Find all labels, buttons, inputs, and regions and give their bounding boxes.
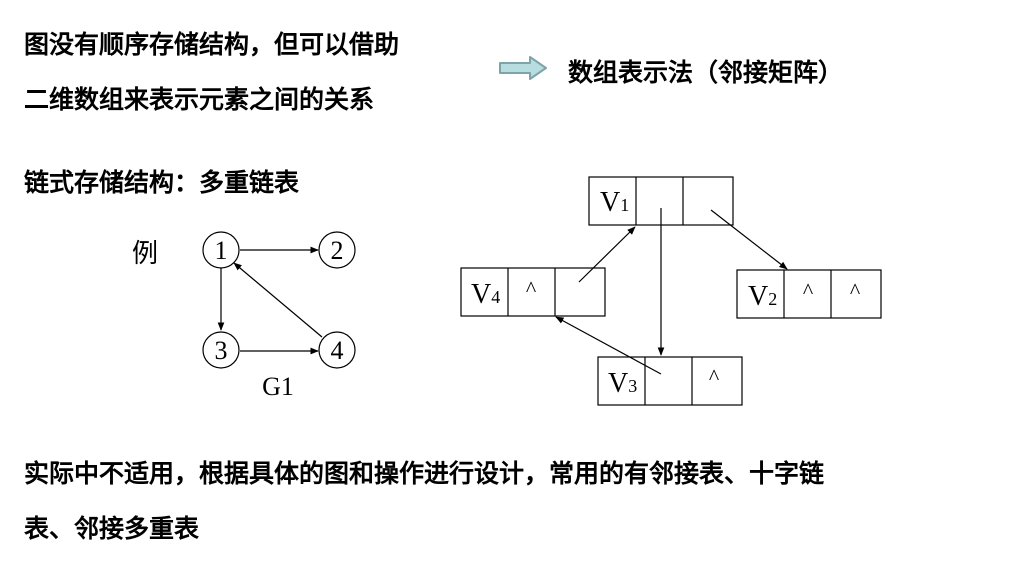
null-pointer-v2-2: ^ (850, 278, 861, 303)
svg-text:V2: V2 (748, 281, 777, 312)
edge-4-1 (233, 262, 323, 338)
svg-text:1: 1 (215, 236, 228, 265)
multilist-node-v4: V4 ^ (460, 267, 606, 317)
svg-text:V1: V1 (600, 187, 629, 218)
linked-structure-heading: 链式存储结构：多重链表 (24, 168, 300, 197)
right-arrow-icon (499, 56, 547, 80)
svg-text:3: 3 (215, 336, 228, 365)
intro-line-2: 二维数组来表示元素之间的关系 (24, 85, 375, 114)
null-pointer-v4-1: ^ (526, 276, 537, 301)
example-label: 例 (132, 239, 158, 268)
link-v3-v4 (555, 316, 662, 375)
graph-g1: 1 2 3 4 G1 (202, 231, 356, 401)
multilist-node-v3: V3 ^ (597, 356, 743, 406)
graph-node-3: 3 (202, 331, 240, 369)
intro-line-1: 图没有顺序存储结构，但可以借助 (24, 30, 400, 59)
graph-node-2: 2 (318, 231, 356, 269)
svg-text:2: 2 (331, 236, 344, 265)
svg-text:V3: V3 (608, 368, 637, 399)
svg-text:V4: V4 (471, 279, 500, 310)
array-method-label: 数组表示法（邻接矩阵） (568, 58, 844, 87)
null-pointer-v2-1: ^ (803, 278, 814, 303)
conclusion-line-2: 表、邻接多重表 (24, 514, 200, 543)
multilist-diagram: V1 V4 ^ V2 ^ ^ V3 ^ (460, 176, 882, 406)
conclusion-line-1: 实际中不适用，根据具体的图和操作进行设计，常用的有邻接表、十字链 (24, 459, 825, 488)
null-pointer-v3-2: ^ (709, 364, 720, 389)
graph-node-1: 1 (202, 231, 240, 269)
multilist-node-v2: V2 ^ ^ (736, 269, 882, 319)
svg-text:4: 4 (331, 336, 344, 365)
graph-name: G1 (262, 372, 294, 401)
link-v1-v2 (710, 209, 788, 270)
link-v4-v1 (578, 226, 636, 283)
graph-node-4: 4 (318, 331, 356, 369)
